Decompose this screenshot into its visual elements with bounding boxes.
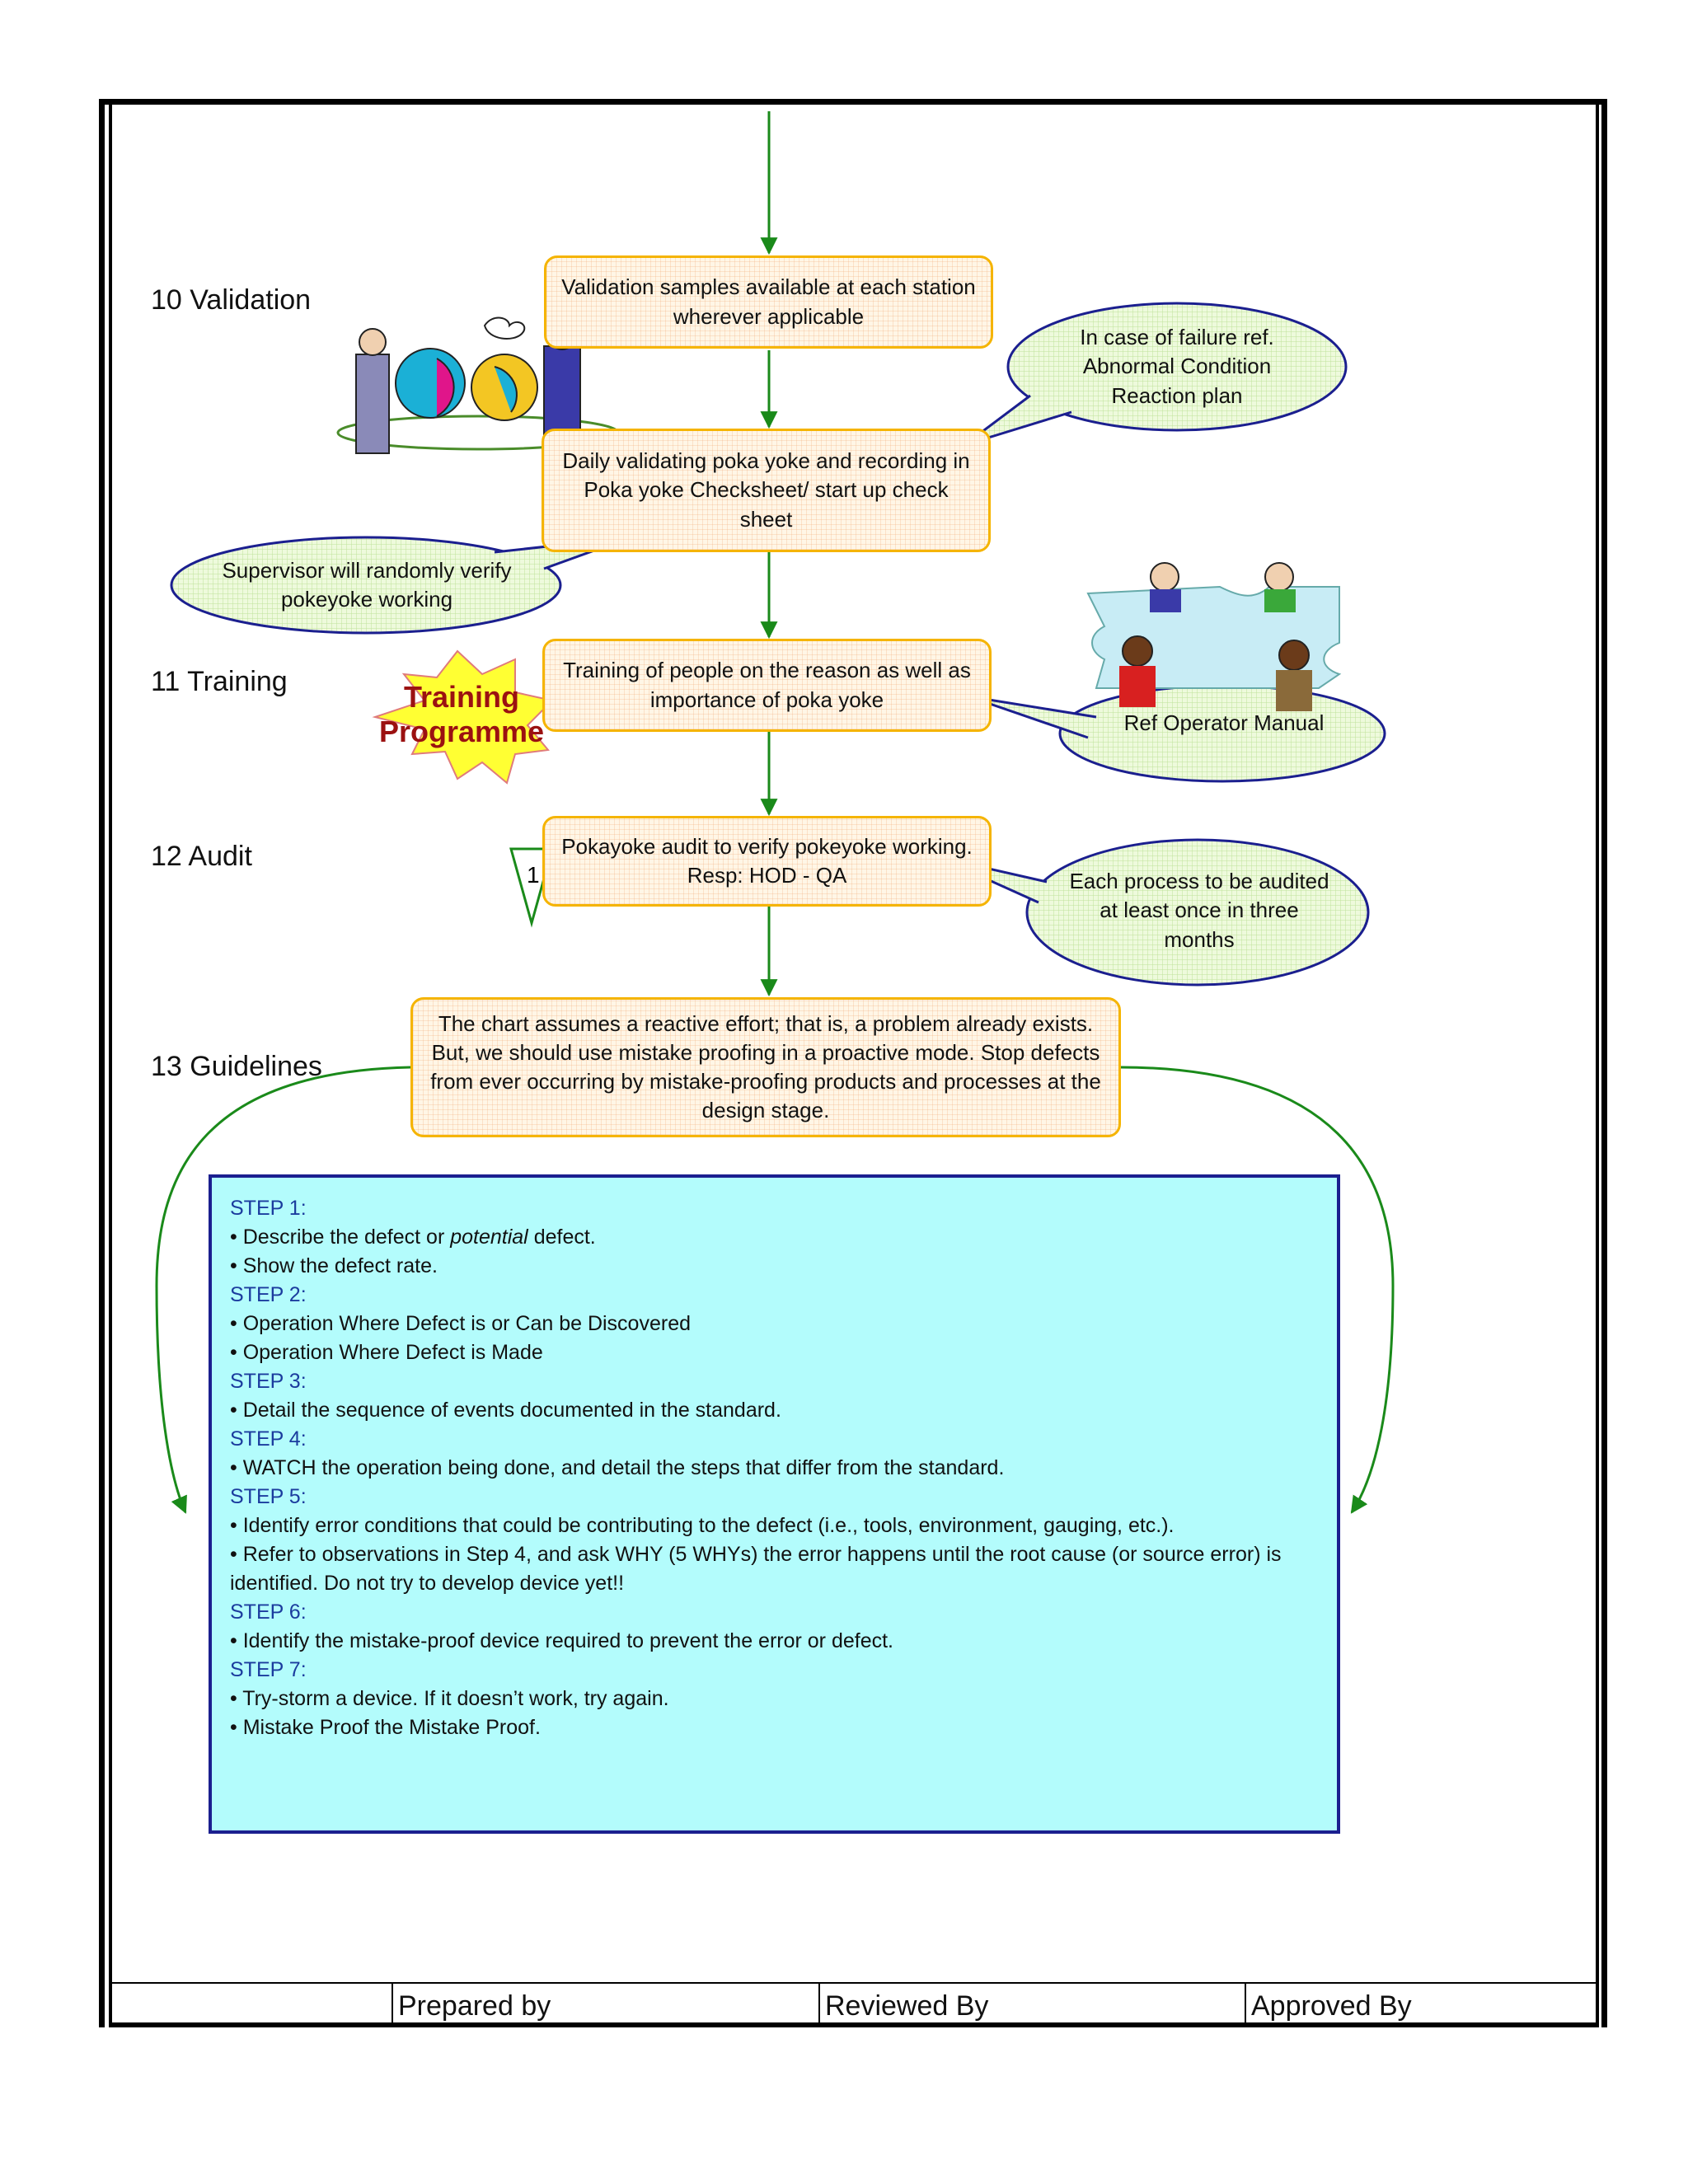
people-puzzle-illustration — [1086, 562, 1342, 711]
step-title: STEP 7: — [230, 1658, 307, 1681]
step-bullet: • Identify error conditions that could b… — [230, 1514, 1175, 1537]
step-bullet: • Detail the sequence of events document… — [230, 1399, 781, 1422]
training-stamp-line1: Training — [403, 680, 519, 714]
curve-arrow-right — [1120, 1066, 1395, 1514]
section-label-guidelines: 13 Guidelines — [151, 1051, 322, 1082]
section-label-training: 11 Training — [151, 666, 288, 697]
curve-arrow-left — [155, 1066, 411, 1514]
training-starburst — [372, 649, 554, 785]
step-title: STEP 5: — [230, 1485, 307, 1508]
section-label-audit: 12 Audit — [151, 841, 252, 872]
box-daily-validating: Daily validating poka yoke and recording… — [542, 429, 991, 552]
box-audit: Pokayoke audit to verify pokeyoke workin… — [542, 816, 992, 907]
audit-triangle-marker — [509, 847, 554, 928]
footer-prepared-by: Prepared by — [398, 1990, 551, 2022]
step-bullet: • Operation Where Defect is Made — [230, 1341, 543, 1364]
step-title: STEP 6: — [230, 1601, 307, 1624]
step-bullet: • Describe the defect or potential defec… — [230, 1226, 596, 1249]
callout-failure-bubble — [964, 302, 1348, 447]
box-guidelines: The chart assumes a reactive effort; tha… — [410, 997, 1121, 1137]
box-training: Training of people on the reason as well… — [542, 639, 992, 732]
section-label-validation: 10 Validation — [151, 284, 312, 316]
callout-operator-manual-text: Ref Operator Manual — [1123, 710, 1325, 735]
callout-audit-frequency-text: Each process to be audited at least once… — [1069, 869, 1329, 952]
frame-inner-left-rule — [109, 99, 112, 2027]
approval-footer — [109, 1982, 1599, 2027]
guideline-steps-panel: STEP 1: • Describe the defect or potentia… — [209, 1174, 1340, 1834]
step-bullet: • WATCH the operation being done, and de… — [230, 1456, 1005, 1479]
step-bullet: • Mistake Proof the Mistake Proof. — [230, 1716, 541, 1739]
step-title: STEP 2: — [230, 1283, 307, 1306]
step-bullet: • Refer to observations in Step 4, and a… — [230, 1543, 1282, 1595]
step-bullet: • Identify the mistake-proof device requ… — [230, 1629, 893, 1652]
footer-divider-3 — [1245, 1982, 1246, 2027]
footer-approved-by: Approved By — [1251, 1990, 1412, 2022]
footer-divider-1 — [392, 1982, 393, 2027]
step-title: STEP 1: — [230, 1197, 307, 1220]
footer-reviewed-by: Reviewed By — [825, 1990, 989, 2022]
training-stamp-text: Training Programme — [371, 680, 552, 749]
step-title: STEP 4: — [230, 1427, 307, 1451]
training-stamp-line2: Programme — [378, 715, 545, 748]
step-bullet: • Show the defect rate. — [230, 1254, 438, 1277]
callout-failure-text: In case of failure ref. Abnormal Conditi… — [1080, 325, 1274, 408]
step-bullet: • Try-storm a device. If it doesn’t work… — [230, 1687, 669, 1710]
frame-inner-right-rule — [1596, 99, 1599, 2027]
callout-supervisor-text: Supervisor will randomly verify pokeyoke… — [222, 557, 512, 612]
step-bullet: • Operation Where Defect is or Can be Di… — [230, 1312, 691, 1335]
audit-marker-number: 1 — [527, 862, 540, 888]
footer-divider-2 — [818, 1982, 820, 2027]
plug-connection-illustration — [336, 316, 620, 454]
step-title: STEP 3: — [230, 1370, 307, 1393]
box-validation-samples: Validation samples available at each sta… — [544, 255, 993, 349]
page-frame — [99, 99, 1607, 2027]
